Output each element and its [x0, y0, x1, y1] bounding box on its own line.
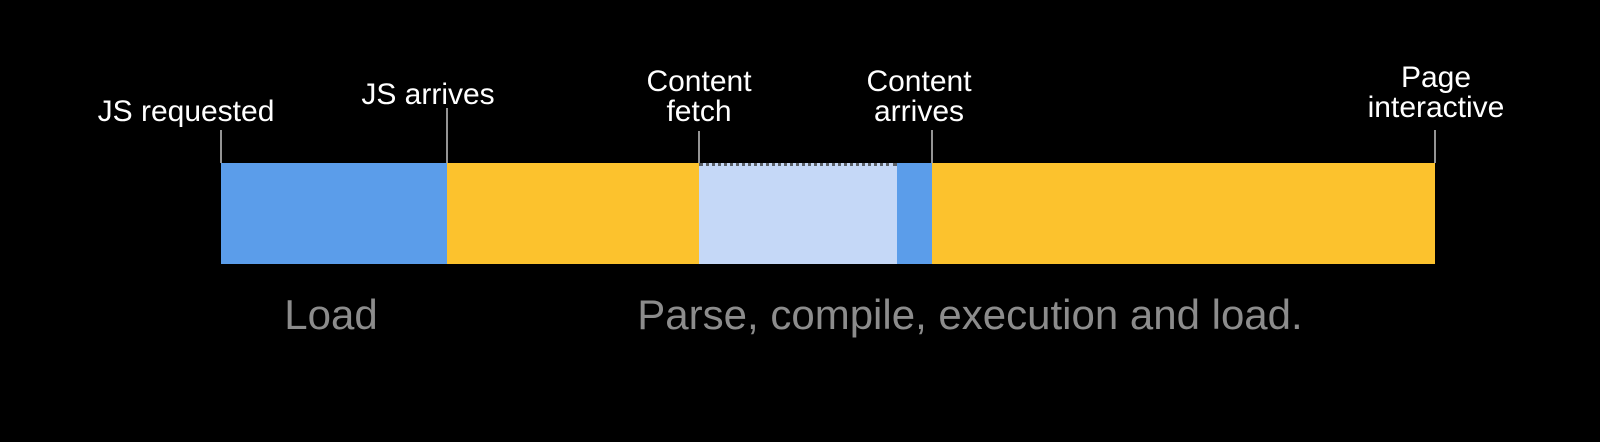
content-fetch-label-line: fetch [666, 95, 732, 128]
timeline-bar [221, 163, 1435, 264]
segment-parse-compile-2 [932, 163, 1435, 264]
content-arrives-tick [931, 130, 933, 163]
content-fetch-label-line: Content [646, 65, 752, 98]
segment-content-fetch [699, 163, 897, 264]
segment-js-download [221, 163, 447, 264]
page-interactive-tick [1434, 130, 1436, 163]
js-requested-label-line: JS requested [97, 95, 275, 128]
content-arrives-label-line: Content [866, 65, 972, 98]
page-interactive-label-line: interactive [1367, 91, 1505, 124]
segment-content-download [897, 163, 932, 264]
js-arrives-label-line: JS arrives [361, 78, 495, 111]
page-interactive-label-line: Page [1400, 61, 1472, 94]
js-arrives-label: JS arrives [361, 80, 494, 110]
load-caption: Load [284, 291, 378, 338]
parse-compile-execute-caption: Parse, compile, execution and load. [637, 291, 1303, 338]
content-arrives-label-line: arrives [873, 95, 965, 128]
js-requested-tick [220, 130, 222, 163]
segment-parse-compile-1 [447, 163, 699, 264]
js-requested-label: JS requested [98, 97, 275, 127]
js-arrives-tick [446, 108, 448, 163]
content-fetch-tick [698, 131, 700, 163]
